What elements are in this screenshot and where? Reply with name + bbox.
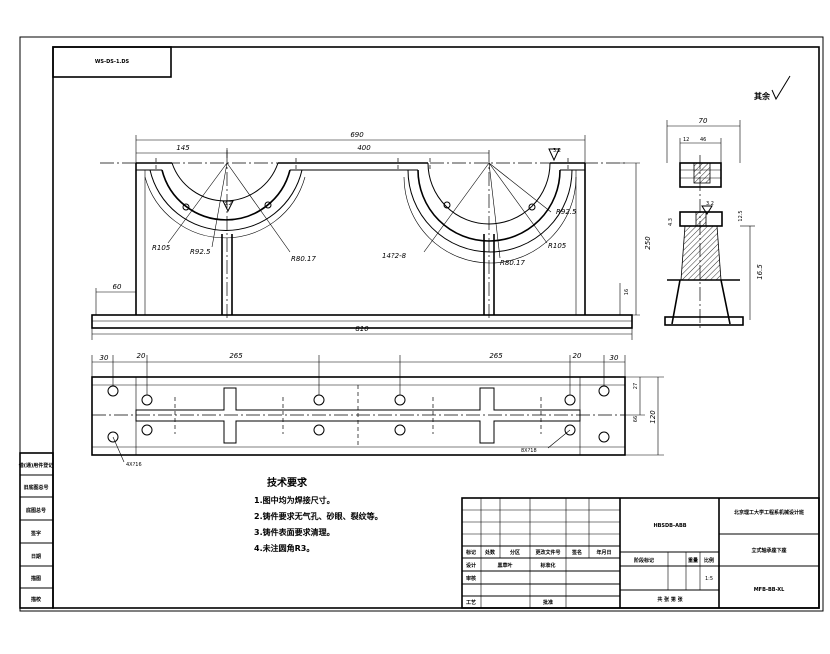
dim-front-r8017-right: R80.17: [500, 259, 525, 267]
title-row4-approve: 批准: [543, 599, 553, 606]
tech-requirement-3: 3.铸件表面要求清理。: [254, 527, 335, 537]
dim-front-r105-right: R105: [548, 242, 567, 250]
title-header-4: 更改文件号: [535, 549, 560, 556]
dim-side-125: 12.5: [738, 210, 744, 221]
dim-side-43: 4.3: [668, 218, 674, 226]
dim-side-70: 70: [699, 117, 708, 125]
dim-front-250: 250: [644, 236, 652, 250]
title-header-2: 处数: [484, 549, 496, 556]
title-row2-std: 标准化: [539, 562, 555, 569]
dim-front-roughness-mid: 3.2: [224, 201, 232, 207]
drawing-number-text: WS-DS-1.DS: [95, 59, 130, 65]
left-strip-label-3: 底图总号: [25, 507, 46, 514]
dim-front-810: 810: [355, 325, 369, 333]
left-strip-label-2: 旧底图总号: [23, 484, 48, 491]
dim-front-145: 145: [176, 144, 190, 152]
dim-plan-120: 120: [649, 410, 657, 424]
surface-roughness-note: 其余: [754, 91, 771, 101]
dim-side-46: 46: [700, 137, 706, 143]
dim-side-roughness: 3.2: [706, 201, 714, 207]
tech-requirement-2: 2.铸件要求无气孔、砂眼、裂纹等。: [254, 511, 383, 521]
dim-front-690: 690: [350, 131, 364, 139]
tech-requirement-4: 4.未注圆角R3。: [254, 543, 314, 553]
tech-requirements-title: 技术要求: [267, 476, 308, 489]
dim-plan-27: 27: [633, 383, 639, 389]
title-drawing-id: MFB-BB-XL: [754, 587, 785, 593]
dim-front-r925-right: R92.5: [556, 208, 577, 216]
plan-view: [91, 355, 664, 463]
title-header-6: 年月日: [596, 549, 611, 556]
dim-plan-4x16: 4X?16: [126, 462, 142, 468]
title-header-5: 签名: [571, 549, 582, 556]
title-stage-header: 阶段标记: [634, 557, 654, 564]
dim-plan-20-left: 20: [137, 352, 146, 360]
dim-front-r105-left: R105: [152, 244, 171, 252]
dim-front-16: 16: [624, 289, 630, 295]
title-school: 北京理工大学工程系机械设计班: [734, 509, 804, 516]
dim-front-400: 400: [357, 144, 371, 152]
title-row2-label: 设计: [466, 562, 476, 569]
title-row4-label: 工艺: [466, 599, 476, 606]
title-drawing-code: HBSDB-ABB: [653, 523, 686, 529]
title-sheet: 共 张 第 张: [657, 596, 683, 603]
left-strip-label-7: 描校: [30, 596, 42, 603]
dim-plan-265-right: 265: [489, 352, 503, 360]
dim-plan-20-right: 20: [573, 352, 582, 360]
dim-plan-30-right: 30: [610, 354, 619, 362]
title-weight-header: 重量: [688, 557, 698, 564]
dim-front-roughness-top: 3.2: [553, 148, 561, 154]
dim-plan-30-left: 30: [100, 354, 109, 362]
left-strip-label-4: 签字: [30, 530, 41, 537]
left-strip-label-6: 描图: [30, 575, 41, 582]
front-view: [91, 135, 640, 340]
outer-border: [19, 36, 824, 612]
title-row2-name: 黑草叶: [497, 562, 512, 569]
left-strip-label-5: 日期: [31, 553, 41, 560]
title-block: [461, 497, 820, 609]
dim-front-holes: 14?2-8: [382, 252, 407, 260]
drawing-number-box: [52, 46, 172, 78]
title-scale-header: 比例: [704, 557, 714, 564]
title-scale-value: 1:5: [705, 576, 713, 582]
left-record-strip: [19, 452, 54, 609]
dim-front-r8017-left: R80.17: [291, 255, 316, 263]
title-part-name: 立式轴承座下座: [751, 547, 786, 554]
title-header-1: 标记: [465, 549, 476, 556]
side-view: [664, 120, 755, 330]
inner-border: [52, 46, 820, 609]
tech-requirement-1: 1.图中均为焊接尺寸。: [254, 495, 335, 505]
dim-plan-265-left: 265: [229, 352, 243, 360]
dim-plan-8x18: 8X?18: [521, 448, 537, 454]
dim-plan-66: 66: [633, 416, 639, 422]
title-row3-label: 审核: [466, 575, 476, 582]
dim-side-12: 12: [683, 137, 689, 143]
dim-front-r925-left: R92.5: [190, 248, 211, 256]
title-header-3: 分区: [510, 549, 520, 556]
dim-side-165: 16.5: [756, 264, 764, 280]
left-strip-label-1: 借(通)用件登记: [18, 462, 54, 469]
roughness-symbol: [771, 75, 791, 101]
dim-front-60: 60: [113, 283, 122, 291]
